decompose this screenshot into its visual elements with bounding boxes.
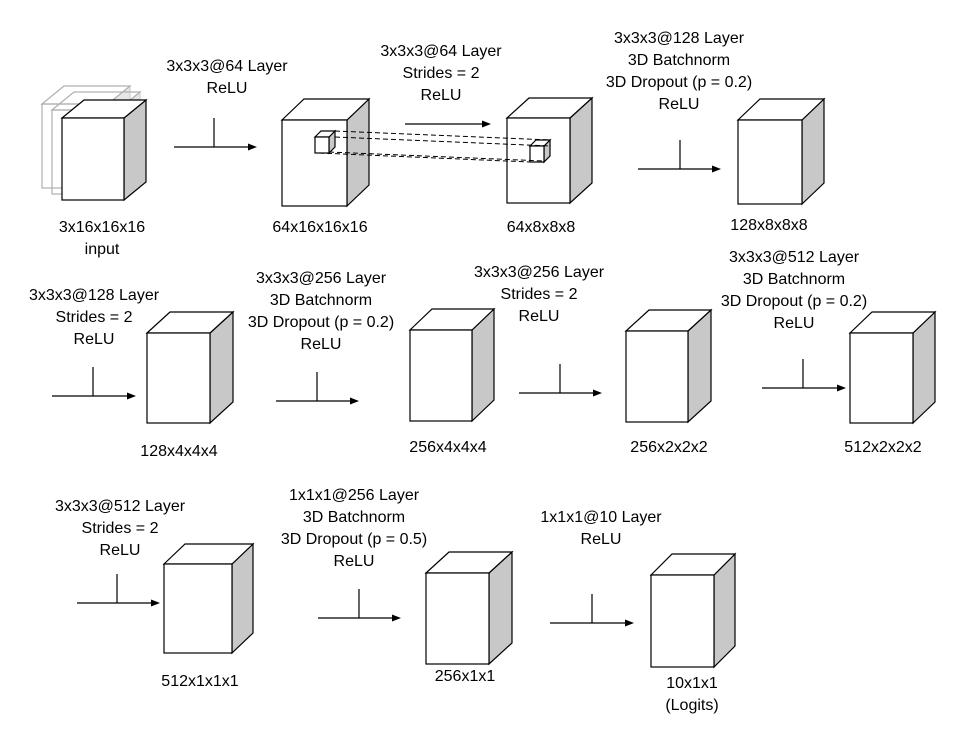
layer-label-l7-line: ReLU (774, 315, 815, 332)
volume-label-v2-line: 64x8x8x8 (507, 219, 576, 236)
projection-dashed-line (328, 151, 545, 162)
projection-dashed-line (334, 130, 552, 141)
layer-label-l3-line: 3D Dropout (p = 0.2) (606, 74, 752, 91)
arrow-layer-5 (276, 372, 359, 405)
arrow-layer-7 (762, 359, 846, 392)
layer-label-l8-line: 3x3x3@512 Layer (55, 498, 186, 515)
volume-label-v0-line: 3x16x16x16 (59, 219, 145, 236)
arrow-layer-8 (77, 574, 160, 607)
arrow-layer-4 (52, 367, 136, 400)
layer-label-l6-line: Strides = 2 (501, 286, 578, 303)
layer-label-l9: 1x1x1@256 Layer 3D Batchnorm 3D Dropout (p… (281, 487, 427, 570)
volume-label-v9: 256x1x1 (435, 668, 496, 685)
layer-label-l10-line: ReLU (581, 531, 622, 548)
volume-cube-128x4x4x4 (145, 310, 235, 425)
layer-label-l3-line: ReLU (659, 96, 700, 113)
volume-label-v1: 64x16x16x16 (272, 219, 367, 236)
volume-label-v3: 128x8x8x8 (730, 217, 807, 234)
volume-cube-512x1x1x1 (162, 542, 255, 655)
input-cube (60, 98, 148, 202)
layer-label-l7-line: 3D Batchnorm (743, 271, 845, 288)
volume-label-v5: 256x4x4x4 (409, 439, 486, 456)
kernel-cube-target (528, 138, 552, 164)
layer-label-l5-line: 3D Batchnorm (270, 292, 372, 309)
layer-label-l2-line: ReLU (421, 87, 462, 104)
volume-label-v8-line: 512x1x1x1 (161, 673, 238, 690)
layer-label-l4-line: Strides = 2 (56, 309, 133, 326)
layer-label-l7-line: 3x3x3@512 Layer (729, 249, 860, 266)
volume-label-v6: 256x2x2x2 (630, 439, 707, 456)
volume-label-v10: 10x1x1 (Logits) (665, 675, 718, 714)
layer-label-l9-line: 1x1x1@256 Layer (289, 487, 420, 504)
volume-cube-64x16x16x16 (280, 97, 371, 208)
volume-label-v6-line: 256x2x2x2 (630, 439, 707, 456)
volume-label-v7: 512x2x2x2 (844, 439, 921, 456)
layer-label-l10-line: 1x1x1@10 Layer (540, 509, 662, 526)
layer-label-l3-line: 3x3x3@128 Layer (614, 30, 745, 47)
layer-label-l7: 3x3x3@512 Layer 3D Batchnorm 3D Dropout (p… (721, 249, 867, 332)
volume-label-v4-line: 128x4x4x4 (140, 443, 217, 460)
layer-label-l8-line: Strides = 2 (82, 520, 159, 537)
volume-label-v1-line: 64x16x16x16 (272, 219, 367, 236)
layer-label-l6-line: ReLU (519, 308, 560, 325)
layer-label-l3: 3x3x3@128 Layer 3D Batchnorm 3D Dropout (p… (606, 30, 752, 113)
layer-label-l2-line: Strides = 2 (403, 65, 480, 82)
volume-cube-64x8x8x8 (505, 96, 594, 205)
volume-label-v7-line: 512x2x2x2 (844, 439, 921, 456)
layer-label-l9-line: ReLU (334, 553, 375, 570)
layer-label-l3-line: 3D Batchnorm (628, 52, 730, 69)
volume-label-v5-line: 256x4x4x4 (409, 439, 486, 456)
volume-label-v10-line: (Logits) (665, 697, 718, 714)
volume-label-v3-line: 128x8x8x8 (730, 217, 807, 234)
volume-cube-256x1x1 (424, 550, 514, 666)
layer-label-l9-line: 3D Dropout (p = 0.5) (281, 531, 427, 548)
arrow-layer-1 (174, 118, 257, 151)
layer-label-l7-line: 3D Dropout (p = 0.2) (721, 293, 867, 310)
volume-cube-256x2x2x2 (624, 308, 713, 424)
arrow-layer-3 (638, 140, 721, 173)
projection-dashed-line (334, 136, 552, 147)
layer-label-l4-line: 3x3x3@128 Layer (29, 287, 160, 304)
volume-label-v9-line: 256x1x1 (435, 668, 496, 685)
volume-label-v8: 512x1x1x1 (161, 673, 238, 690)
arrow-layer-2 (405, 120, 491, 128)
volume-cube-256x4x4x4 (408, 307, 496, 423)
layer-label-l5-line: ReLU (301, 336, 342, 353)
projection-dashed-line (318, 152, 531, 163)
volume-label-v2: 64x8x8x8 (507, 219, 576, 236)
layer-label-l1-line: ReLU (207, 80, 248, 97)
arrow-layer-9 (318, 589, 401, 622)
volume-cube-512x2x2x2 (848, 310, 937, 425)
layer-label-l1-line: 3x3x3@64 Layer (166, 58, 288, 75)
volume-cube-10x1x1 (649, 552, 737, 669)
layer-label-l5: 3x3x3@256 Layer 3D Batchnorm 3D Dropout (p… (248, 270, 394, 353)
layer-label-l5-line: 3x3x3@256 Layer (256, 270, 387, 287)
arrow-layer-6 (519, 364, 602, 397)
layer-label-l9-line: 3D Batchnorm (303, 509, 405, 526)
layer-label-l2-line: 3x3x3@64 Layer (380, 43, 502, 60)
volume-label-v4: 128x4x4x4 (140, 443, 217, 460)
volume-label-v0: 3x16x16x16 input (59, 219, 145, 258)
layer-label-l6-line: 3x3x3@256 Layer (474, 264, 605, 281)
arrow-layer-10 (550, 594, 634, 627)
volume-cube-128x8x8x8 (736, 97, 826, 206)
layer-label-l5-line: 3D Dropout (p = 0.2) (248, 314, 394, 331)
layer-label-l8-line: ReLU (100, 542, 141, 559)
layer-label-l4-line: ReLU (74, 331, 115, 348)
volume-label-v10-line: 10x1x1 (666, 675, 718, 692)
kernel-cube-small (313, 129, 337, 155)
volume-label-v0-line: input (85, 241, 120, 258)
